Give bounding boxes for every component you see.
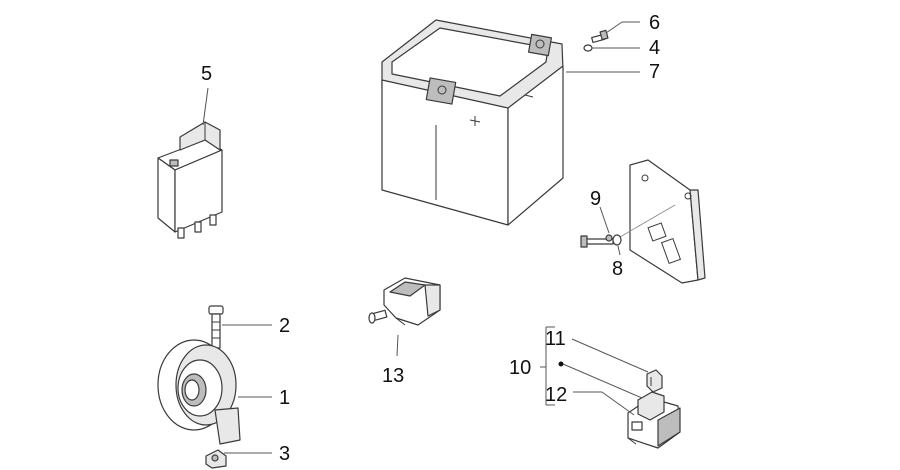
group-10-dot xyxy=(558,361,564,367)
callout-6: 6 xyxy=(649,12,660,34)
callout-9: 9 xyxy=(590,188,601,210)
leader-12b xyxy=(601,391,635,416)
relay-part xyxy=(157,121,223,239)
mounting-bracket-part xyxy=(619,159,706,284)
callout-2: 2 xyxy=(279,315,290,337)
group-10-bracket xyxy=(540,326,564,406)
fuse-part xyxy=(646,369,663,393)
battery-part xyxy=(381,19,564,226)
starter-relay-part xyxy=(627,391,681,449)
leader-8 xyxy=(617,245,621,256)
leader-11 xyxy=(571,338,649,373)
callout-10: 10 xyxy=(509,357,531,379)
horn-nut-part xyxy=(205,449,227,469)
callout-4: 4 xyxy=(649,37,660,59)
sensor-part xyxy=(368,277,441,326)
leader-9 xyxy=(599,206,610,234)
callout-5: 5 xyxy=(201,63,212,85)
leader-6 xyxy=(605,21,623,34)
callout-11: 11 xyxy=(545,328,566,350)
callout-3: 3 xyxy=(279,443,290,465)
bracket-bolt-part xyxy=(580,234,622,248)
callout-12: 12 xyxy=(545,384,567,406)
leader-5 xyxy=(202,87,209,126)
callout-7: 7 xyxy=(649,61,660,83)
horn-part xyxy=(157,339,241,445)
callout-1: 1 xyxy=(279,387,290,409)
leader-13 xyxy=(396,334,399,357)
horn-screw-part xyxy=(208,305,224,349)
leader-group-dot xyxy=(562,363,643,399)
callout-8: 8 xyxy=(612,258,623,280)
callout-13: 13 xyxy=(382,365,404,387)
